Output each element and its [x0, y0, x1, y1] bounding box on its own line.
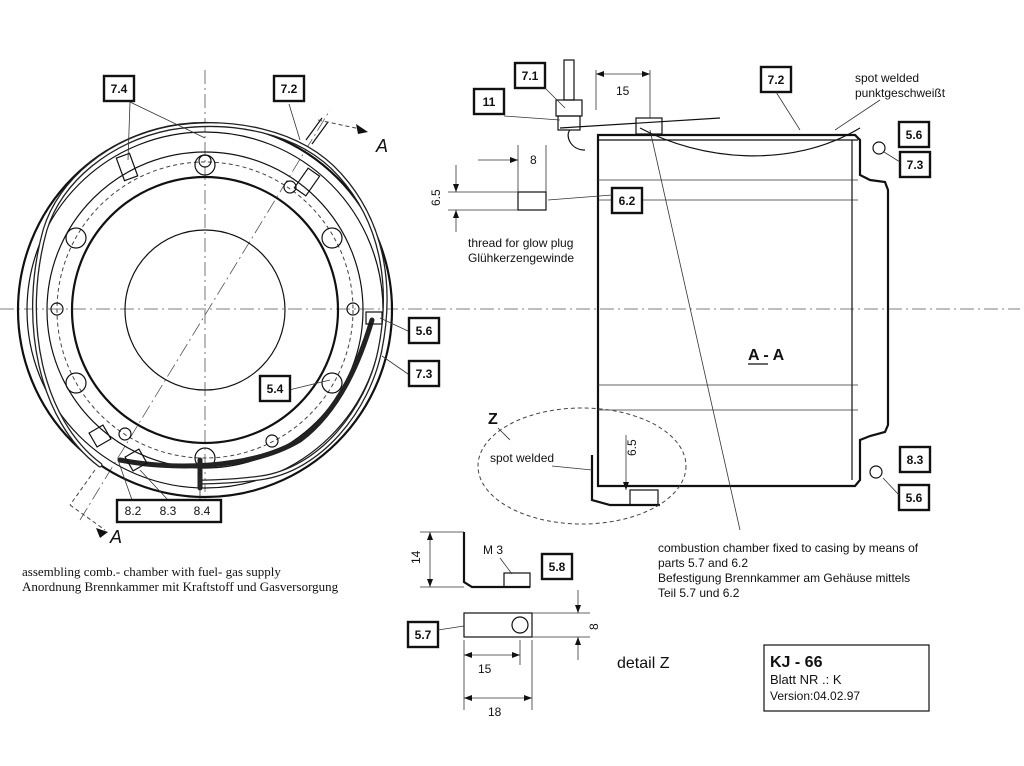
- svg-text:5.6: 5.6: [416, 324, 433, 338]
- label-5-4: 5.4: [258, 374, 292, 403]
- note-en-1: combustion chamber fixed to casing by me…: [658, 541, 919, 555]
- label-8-2: 8.2: [125, 504, 142, 518]
- svg-text:7.1: 7.1: [522, 69, 539, 83]
- dimension-6-5-left: 6.5: [429, 165, 518, 232]
- dimension-18: 18: [488, 705, 502, 719]
- spot-welded-detail: spot welded: [490, 451, 554, 465]
- svg-text:5.6: 5.6: [906, 491, 923, 505]
- label-7-2-right: 7.2: [759, 65, 793, 94]
- dimension-15-bottom: 15: [478, 662, 492, 676]
- thread-de: Glühkerzengewinde: [468, 251, 574, 265]
- svg-text:8.3: 8.3: [907, 453, 924, 467]
- dimension-15-top: 15: [595, 70, 651, 118]
- svg-text:6.5: 6.5: [625, 439, 639, 456]
- title-version: Version:04.02.97: [770, 689, 860, 703]
- svg-text:5.6: 5.6: [906, 128, 923, 142]
- svg-text:6.2: 6.2: [619, 194, 636, 208]
- dimension-8-right: 8: [587, 623, 601, 630]
- thread-m3: M 3: [483, 543, 503, 557]
- section-view-label: A - A: [748, 347, 785, 364]
- label-5-6-top: 5.6: [897, 120, 931, 149]
- detail-z-part: 14 M 3 15 18 8: [409, 531, 601, 719]
- dimension-8-top: 8: [478, 145, 547, 192]
- title-model: KJ - 66: [770, 654, 823, 671]
- dimension-6-5-detail: 6.5: [623, 435, 639, 490]
- label-11: 11: [472, 87, 506, 116]
- svg-text:8: 8: [530, 153, 537, 167]
- label-7-3-left: 7.3: [407, 359, 441, 388]
- section-view: [477, 59, 890, 531]
- label-5-6-bottom: 5.6: [897, 483, 931, 512]
- label-5-7: 5.7: [406, 620, 440, 649]
- detail-z-label: detail Z: [617, 655, 670, 672]
- svg-text:7.2: 7.2: [768, 73, 785, 87]
- caption-en: assembling comb.- chamber with fuel- gas…: [22, 564, 281, 579]
- label-7-1: 7.1: [513, 61, 547, 90]
- title-block: KJ - 66 Blatt NR .: K Version:04.02.97: [763, 644, 930, 712]
- label-6-2: 6.2: [610, 186, 644, 215]
- svg-text:7.3: 7.3: [907, 158, 924, 172]
- note-de-1: Befestigung Brennkammer am Gehäuse mitte…: [658, 571, 910, 585]
- note-en-2: parts 5.7 and 6.2: [658, 556, 748, 570]
- svg-text:6.5: 6.5: [429, 189, 443, 206]
- note-de-2: Teil 5.7 und 6.2: [658, 586, 740, 600]
- svg-text:7.3: 7.3: [416, 367, 433, 381]
- svg-text:5.4: 5.4: [267, 382, 284, 396]
- caption-de: Anordnung Brennkammer mit Kraftstoff und…: [22, 579, 339, 594]
- section-mark-bottom: A: [109, 527, 122, 547]
- label-8-4: 8.4: [194, 504, 211, 518]
- label-7-4: 7.4: [102, 74, 136, 103]
- label-8-3-right: 8.3: [898, 445, 932, 474]
- spot-welded-de: punktgeschweißt: [855, 86, 946, 100]
- section-mark-top: A: [375, 136, 388, 156]
- label-5-6-left: 5.6: [407, 316, 441, 345]
- label-5-8: 5.8: [540, 552, 574, 581]
- svg-text:11: 11: [483, 95, 496, 109]
- svg-text:7.2: 7.2: [281, 82, 298, 96]
- svg-text:7.4: 7.4: [111, 82, 128, 96]
- label-8-3-left: 8.3: [160, 504, 177, 518]
- thread-en: thread for glow plug: [468, 236, 573, 250]
- svg-text:5.8: 5.8: [549, 560, 566, 574]
- front-view: [0, 70, 1020, 538]
- spot-welded-en: spot welded: [855, 71, 919, 85]
- label-8-2-8-3-8-4: 8.2 8.3 8.4: [115, 498, 223, 524]
- label-7-3-right: 7.3: [898, 150, 932, 179]
- svg-text:15: 15: [616, 84, 630, 98]
- svg-text:14: 14: [409, 550, 423, 564]
- label-7-2-left: 7.2: [272, 74, 306, 103]
- svg-text:5.7: 5.7: [415, 628, 432, 642]
- title-sheet: Blatt NR .: K: [770, 672, 842, 687]
- detail-letter: Z: [488, 411, 498, 428]
